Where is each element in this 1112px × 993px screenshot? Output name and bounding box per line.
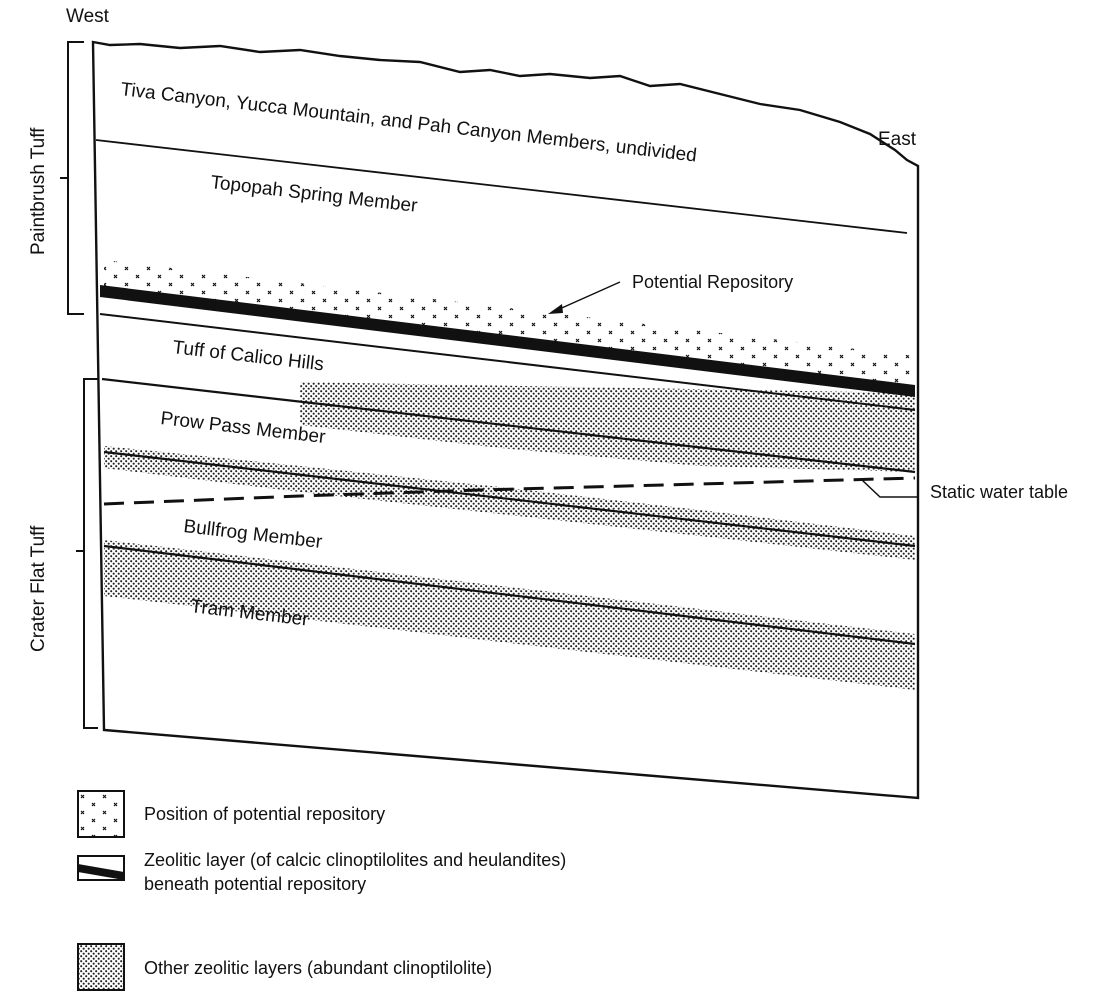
repository-label: Potential Repository (632, 272, 793, 292)
static-water-table (103, 476, 916, 506)
paintbrush-tuff-label: Paintbrush Tuff (28, 127, 49, 255)
east-label: East (878, 129, 917, 150)
unit-label-bullfrog: Bullfrog Member (182, 516, 324, 553)
repository-arrow-shaft (554, 281, 621, 312)
contact-bullfrog-tram (103, 544, 916, 646)
contact-base-paintbrush (99, 313, 916, 411)
legend-label-repository: Position of potential repository (144, 804, 385, 824)
zeolitic-layer-calico (300, 382, 915, 472)
legend-label-zeolitic-line1: Zeolitic layer (of calcic clinoptilolite… (144, 850, 566, 870)
legend-label-other-zeolitic: Other zeolitic layers (abundant clinopti… (144, 958, 492, 978)
paintbrush-bracket (67, 41, 84, 315)
zeolitic-layer-bullfrog (104, 540, 915, 690)
repository-arrow-head (548, 304, 563, 314)
zeolitic-layer-black-band (100, 285, 915, 397)
water-table-label: Static water table (930, 482, 1068, 502)
unit-label-calico: Tuff of Calico Hills (171, 337, 324, 375)
crater-bracket (83, 378, 98, 729)
legend-swatch-other-zeolitic (77, 943, 125, 991)
crater-flat-tuff-label: Crater Flat Tuff (28, 525, 49, 652)
contact-prow-bullfrog (103, 450, 916, 548)
repository-zone (104, 260, 915, 385)
legend-label-zeolitic-line2: beneath potential repository (144, 874, 366, 894)
contact-calico-prow (101, 377, 916, 474)
west-label: West (66, 6, 110, 27)
unit-label-topopah: Topopah Spring Member (209, 172, 419, 217)
water-table-leader (861, 479, 918, 498)
legend-swatch-zeolitic-band (77, 855, 125, 881)
section-outline (91, 40, 920, 800)
contact-tiva-topopah (95, 139, 908, 234)
legend-swatch-repository (77, 790, 125, 838)
